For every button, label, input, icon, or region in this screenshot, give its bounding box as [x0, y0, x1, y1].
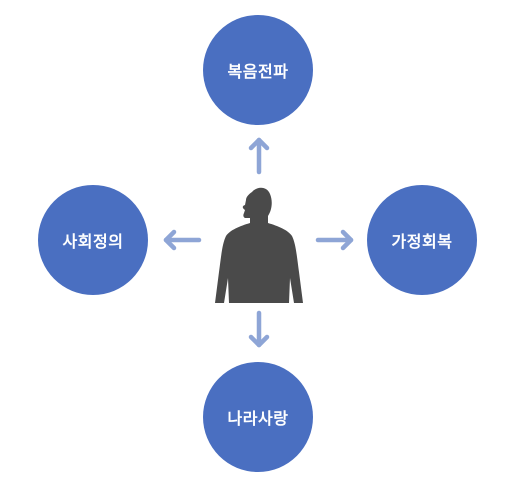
- node-right-label: 가정회복: [391, 232, 453, 251]
- arrow-left-icon: [163, 229, 202, 251]
- node-left-label: 사회정의: [62, 232, 124, 251]
- arrow-up-icon: [248, 137, 270, 175]
- node-bottom-label: 나라사랑: [227, 409, 289, 428]
- person-silhouette-icon: [215, 187, 303, 303]
- node-top-label: 복음전파: [227, 62, 289, 81]
- node-bottom-circle: 나라사랑: [203, 362, 313, 472]
- node-left-circle: 사회정의: [38, 185, 148, 295]
- node-right-circle: 가정회복: [367, 185, 477, 295]
- arrow-right-icon: [315, 229, 354, 251]
- arrow-down-icon: [248, 310, 270, 348]
- node-top-circle: 복음전파: [203, 15, 313, 125]
